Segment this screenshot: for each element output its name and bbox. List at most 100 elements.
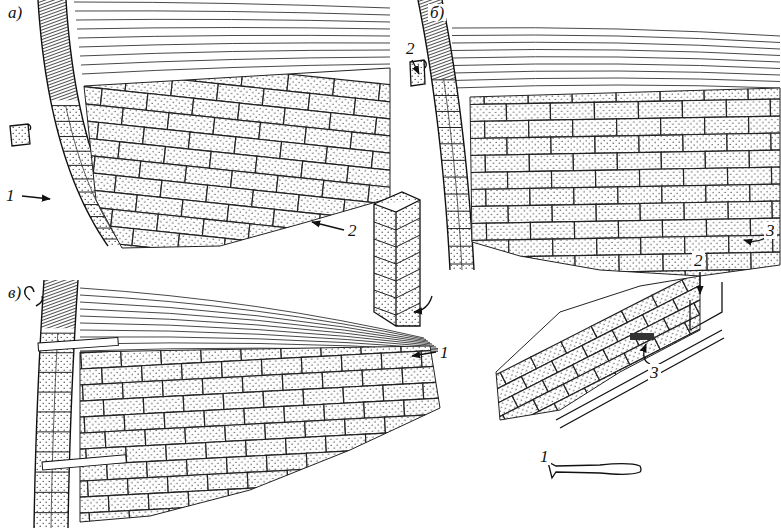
brick — [281, 340, 322, 358]
form-line — [452, 57, 780, 62]
brick — [766, 280, 781, 307]
brick — [150, 60, 198, 82]
brick — [107, 243, 155, 265]
brick — [683, 134, 727, 152]
brick — [62, 238, 110, 260]
brick — [260, 325, 301, 343]
brick — [55, 84, 103, 106]
brick — [496, 461, 532, 488]
brick — [49, 513, 90, 528]
brick — [400, 334, 441, 352]
scaffold — [25, 287, 127, 470]
brick — [660, 83, 704, 101]
brick — [185, 425, 226, 443]
brick — [83, 258, 131, 280]
brick — [760, 342, 781, 369]
brick — [187, 457, 228, 475]
brick — [162, 379, 203, 397]
brick — [362, 368, 403, 386]
rib-joint — [440, 143, 464, 144]
brick — [690, 392, 726, 419]
brick — [462, 104, 506, 122]
brick — [182, 362, 223, 380]
rib-joint — [34, 512, 68, 513]
plank — [42, 455, 126, 470]
brick — [405, 430, 446, 448]
brick — [341, 353, 382, 371]
brick — [485, 120, 529, 138]
rib-joint — [39, 372, 73, 373]
brick — [164, 411, 205, 429]
brick — [128, 262, 176, 284]
brick — [638, 403, 674, 430]
rib-joint — [436, 111, 460, 112]
brick — [367, 464, 408, 482]
form-line — [74, 2, 390, 8]
brick — [715, 292, 751, 319]
brick — [41, 353, 82, 371]
brick — [574, 187, 618, 205]
rib-hatching — [38, 0, 79, 100]
form-line — [452, 85, 780, 88]
brick — [486, 188, 530, 206]
brick — [597, 272, 641, 290]
brick — [551, 136, 595, 154]
form-lines — [452, 28, 780, 88]
leader-line — [644, 344, 650, 364]
brick — [396, 137, 444, 159]
brick — [421, 275, 465, 293]
brick — [749, 116, 781, 134]
brick — [705, 117, 749, 135]
rib-joint — [450, 264, 474, 265]
brick — [507, 171, 551, 189]
brick — [287, 468, 328, 486]
rib-joint — [36, 431, 70, 432]
brick — [711, 396, 747, 423]
brick — [266, 453, 307, 471]
brick — [247, 470, 288, 488]
brick — [202, 377, 243, 395]
brick — [650, 427, 686, 454]
brick — [174, 267, 222, 289]
brick — [68, 496, 109, 514]
rib-joint — [446, 211, 470, 212]
rib-joint — [443, 177, 467, 178]
brick — [88, 479, 129, 497]
brick — [425, 413, 466, 431]
brick — [81, 351, 122, 369]
brick — [638, 101, 682, 119]
brick — [221, 359, 262, 377]
brick — [750, 184, 781, 202]
brick — [69, 171, 117, 193]
brick — [575, 255, 619, 273]
brick — [550, 492, 586, 519]
brick — [62, 368, 103, 386]
brick — [183, 394, 224, 412]
brick — [289, 500, 330, 518]
brick — [265, 421, 306, 439]
brick — [764, 238, 781, 265]
brick — [126, 445, 167, 463]
brick-outline — [84, 68, 390, 248]
brick — [268, 485, 309, 503]
brick — [459, 315, 500, 333]
brick — [147, 460, 188, 478]
brick — [82, 383, 123, 401]
brick — [461, 347, 502, 365]
brick — [464, 206, 508, 224]
brick — [140, 332, 181, 350]
form-line — [76, 19, 390, 22]
brick — [750, 361, 781, 388]
panel-letter: б) — [428, 4, 446, 21]
brick — [487, 256, 531, 274]
brick — [76, 103, 124, 125]
brick — [732, 400, 768, 427]
brick — [308, 483, 349, 501]
rib-joint — [38, 392, 72, 393]
brick — [466, 443, 507, 461]
brick — [300, 323, 341, 341]
brick — [575, 392, 611, 419]
brick — [618, 220, 662, 238]
form-line — [77, 28, 390, 30]
